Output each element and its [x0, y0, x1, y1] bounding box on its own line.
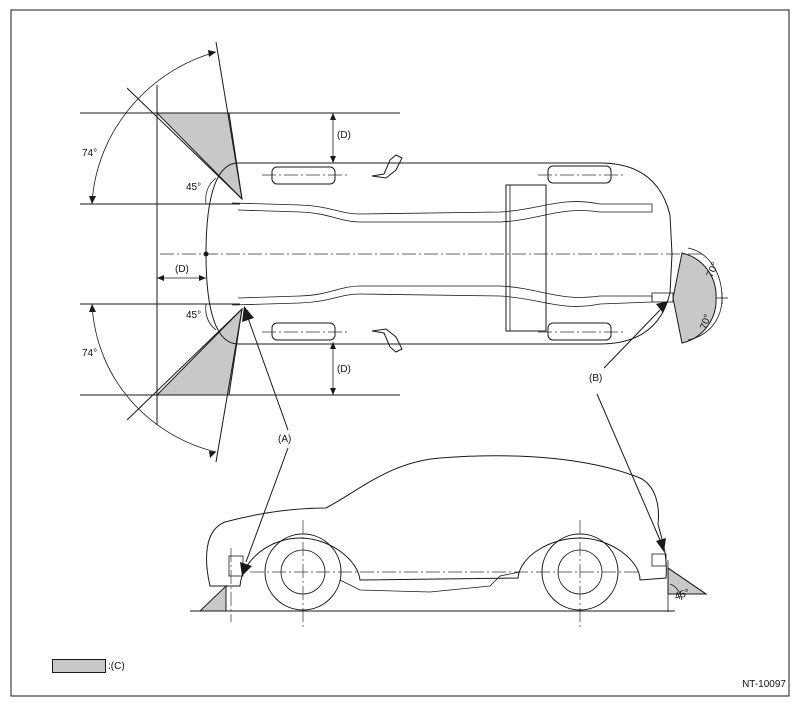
- figure-frame: [10, 9, 790, 697]
- arrowhead-b-top: [656, 301, 668, 313]
- detection-area-front-right: [155, 307, 243, 396]
- label-angle-74-lower: 74°: [82, 348, 97, 359]
- sensor-a-beam-lower: [215, 308, 243, 463]
- wheel-front-right: [271, 322, 336, 341]
- wheel-rear-right: [547, 322, 612, 341]
- frame-rail-upper: [231, 201, 653, 223]
- arrowhead: [89, 196, 96, 204]
- diag-line-upper: [126, 87, 243, 200]
- arc-45-side: [669, 583, 683, 601]
- arrowhead: [330, 388, 336, 395]
- mirror-right: [371, 328, 403, 353]
- arc-45-upper: [205, 177, 217, 205]
- arrowhead-a-side: [240, 562, 252, 576]
- arc-74-lower: [91, 303, 217, 453]
- arrowhead: [330, 113, 336, 120]
- rear-subframe: [505, 184, 547, 332]
- label-angle-74-upper: 74°: [82, 148, 97, 159]
- label-angle-45-lower: 45°: [186, 310, 201, 321]
- label-d-upper: (D): [337, 130, 351, 141]
- detection-area-front-left: [155, 112, 243, 201]
- label-angle-70-lower: 70°: [698, 313, 714, 331]
- sensor-b-side-housing: [651, 553, 667, 567]
- sensor-a-beam-upper: [215, 41, 243, 200]
- arc-70-lower: [687, 297, 723, 341]
- figure-id: NT-10097: [742, 679, 786, 690]
- wheel-rear-left: [547, 165, 612, 184]
- arrowhead: [330, 342, 336, 349]
- arc-70-upper: [687, 247, 723, 299]
- label-d-front: (D): [175, 264, 189, 275]
- label-angle-45-side: 45°: [673, 587, 691, 603]
- diag-line-lower: [126, 308, 243, 421]
- arrowhead: [199, 275, 206, 281]
- leader-b-top: [603, 309, 661, 369]
- leader-b-side: [596, 393, 661, 541]
- legend-label: :(C): [108, 660, 125, 672]
- sensor-b-housing: [651, 292, 674, 303]
- legend: :(C): [52, 658, 125, 674]
- vehicle-body-top-view: [205, 162, 673, 345]
- arrowhead: [208, 50, 216, 57]
- arrowhead-a-top: [242, 306, 254, 322]
- vehicle-body-side-view: [206, 455, 667, 587]
- wheel-front-left: [271, 166, 336, 185]
- arc-45-lower: [205, 303, 217, 331]
- label-sensor-a: (A): [278, 434, 291, 445]
- underbody: [339, 571, 521, 593]
- arrowhead: [89, 304, 96, 312]
- leader-a-side: [245, 447, 289, 563]
- rear-beam-diagonal: [667, 567, 707, 595]
- frame-rail-lower: [231, 285, 653, 307]
- detection-area-front-side: [198, 584, 227, 612]
- arc-74-upper: [91, 51, 217, 205]
- arrowhead-b-side: [656, 538, 666, 552]
- arrowhead: [209, 451, 216, 458]
- arrowhead: [157, 275, 164, 281]
- label-angle-45-upper: 45°: [186, 182, 201, 193]
- leader-a-top: [247, 317, 289, 431]
- legend-swatch: [52, 659, 106, 673]
- label-sensor-b: (B): [589, 373, 602, 384]
- arrowhead: [330, 156, 336, 163]
- mirror-left: [371, 154, 403, 179]
- label-d-lower: (D): [337, 364, 351, 375]
